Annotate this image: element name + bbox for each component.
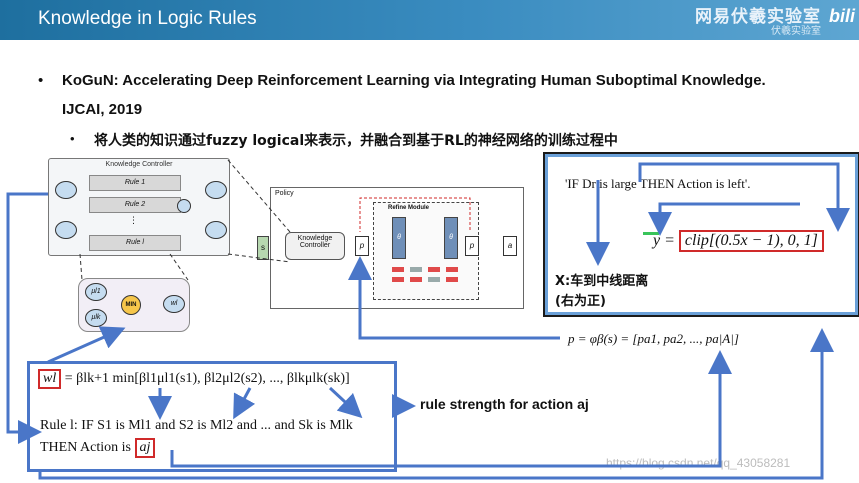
red-cell [392,277,404,282]
p-box-right: p [465,236,479,256]
mu-bottom-node: μlk [85,309,107,327]
min-node: MIN [121,295,141,315]
rule-weight-formula: wl = βlk+1 min[βl1μl1(s1), βl2μl2(s2), .… [38,369,350,389]
red-cell [446,267,458,272]
arrow-kc-to-rule [6,192,48,444]
bilibili-logo: bili [829,6,855,26]
output-node-n [205,221,227,239]
rule-definition: Rule l: IF S1 is Ml1 and S2 is Ml2 and .… [40,418,353,433]
zoom-line-top [227,159,291,233]
then-prefix: THEN Action is [40,440,135,455]
arrow-down-2 [233,387,256,420]
mu-top-node: μl1 [85,283,107,301]
grey-cell [410,267,422,272]
policy-label: Policy [275,190,294,197]
blue-arrows [6,162,850,480]
weight-rhs: = βlk+1 min[βl1μl1(s1), βl2μl2(s2), ...,… [61,371,350,386]
rule-ellipsis: ⋮ [129,215,138,225]
state-box: s [257,236,269,260]
rule-l-box: Rule l [89,235,181,251]
arrow-callout-right [638,162,850,232]
arrow-callout-mid [648,202,800,236]
p-box-left: p [355,236,369,256]
rule-strength-annotation: rule strength for action aj [420,396,589,412]
red-cell [410,277,422,282]
feedback-dashed [359,197,471,232]
sub-point-text: 将人类的知识通过fuzzy logical来表示，并融合到基于RL的神经网络的训… [94,133,618,149]
red-cell [446,277,458,282]
rule-1-box: Rule 1 [89,175,181,191]
refine-module-label: Refine Module [388,205,430,211]
min-operator-diagram: μl1 μlk MIN wl [78,278,190,332]
red-cell [428,267,440,272]
brand-sub-logo: 伏羲实验室 [771,26,821,37]
zoom-lines [79,159,291,281]
callout-rule-text: 'IF Dr is large THEN Action is left'. [565,176,751,191]
policy-diagram: Policy s Knowledge Controller p Refine M… [257,187,524,309]
membership-formula: y = clip[(0.5x − 1), 0, 1] [649,230,824,254]
sub-bullet-marker: • [70,131,75,146]
w-node: wl [163,295,185,313]
action-box: a [503,236,517,256]
knowledge-controller-label: Knowledge Controller [105,161,173,168]
kc-node: Knowledge Controller [285,232,345,260]
mid-node [177,199,191,213]
formula-lhs: y = [653,232,679,249]
rule-consequent: THEN Action is aj [40,438,156,458]
knowledge-controller-diagram: Knowledge Controller Rule 1 Rule 2 ⋮ Rul… [48,158,230,256]
refine-module: Refine Module θ θ [373,202,479,300]
zoom-line-min-right [169,253,189,281]
paper-title: KoGuN: Accelerating Deep Reinforcement L… [62,72,766,89]
bullet-marker: • [38,72,44,89]
rule-2-box: Rule 2 [89,197,181,213]
arrow-outer-loop [38,328,834,480]
slide-title: Knowledge in Logic Rules [38,8,257,29]
fuzzy-rule-callout: 'IF Dr is large THEN Action is left'. y … [543,152,859,317]
arrow-to-policy [348,256,560,340]
input-node-1 [55,181,77,199]
sign-description: (右为正) [555,294,606,309]
red-cell [392,267,404,272]
title-bar: Knowledge in Logic Rules 网易伏羲实验室 伏羲实验室 b… [0,0,859,40]
wl-highlight: wl [38,369,62,389]
paper-venue: IJCAI, 2019 [62,101,143,118]
zoom-line-bottom [227,253,291,263]
aj-highlight: aj [134,438,156,458]
output-node-1 [205,181,227,199]
arrow-wl-to-min [47,326,126,364]
theta-block-left: θ [392,217,406,259]
x-description: X:车到中线距离 [555,274,649,289]
grey-cell [428,277,440,282]
zoom-line-min-left [79,253,83,281]
brand-logo: 网易伏羲实验室 [695,7,821,27]
input-node-k [55,221,77,239]
arrow-aj-to-p [170,350,732,468]
clip-highlight: clip[(0.5x − 1), 0, 1] [678,230,824,252]
policy-formula: p = φβ(s) = [pa1, pa2, ..., pa|A|] [568,331,739,346]
arrow-down-3 [328,386,363,419]
theta-block-right: θ [444,217,458,259]
